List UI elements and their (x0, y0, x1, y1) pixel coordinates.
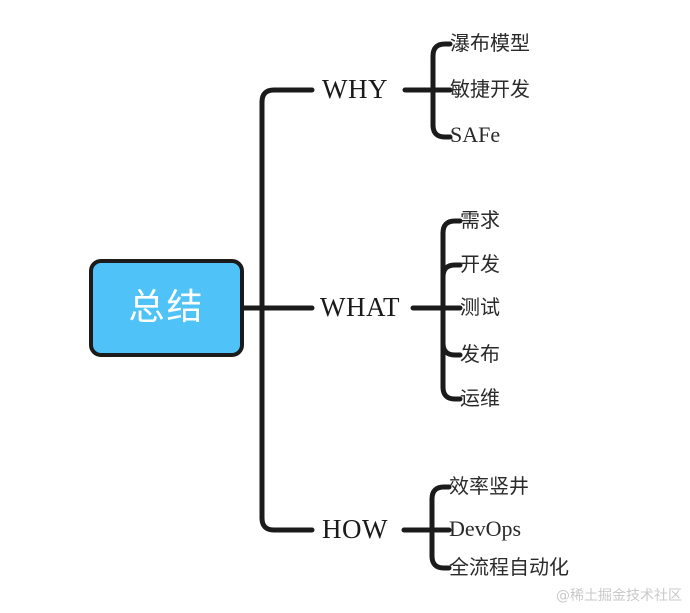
what-bracket-leaf-1 (440, 218, 463, 236)
leaf-label-why-3[interactable]: SAFe (450, 122, 501, 147)
leaf-label-why-2[interactable]: 敏捷开发 (450, 77, 530, 101)
leaf-label-why-1[interactable]: 瀑布模型 (450, 31, 530, 55)
branch-label-how[interactable]: HOW (322, 514, 388, 544)
what-bracket-leaf-5 (440, 384, 463, 402)
leaf-label-what-2[interactable]: 开发 (460, 252, 500, 276)
leaf-label-what-4[interactable]: 发布 (460, 342, 500, 366)
leaf-label-what-5[interactable]: 运维 (460, 386, 500, 410)
leaf-label-what-1[interactable]: 需求 (460, 208, 500, 232)
how-bracket-bottom (429, 553, 452, 571)
leaf-label-how-1[interactable]: 效率竖井 (449, 474, 529, 498)
why-bracket-bottom (430, 122, 453, 140)
leaf-label-what-3[interactable]: 测试 (460, 295, 500, 319)
how-bracket-top (429, 484, 452, 502)
why-bracket-top (430, 41, 453, 59)
leaf-label-how-2[interactable]: DevOps (449, 516, 522, 541)
branch-label-what[interactable]: WHAT (320, 292, 400, 322)
leaf-label-how-3[interactable]: 全流程自动化 (449, 555, 569, 579)
what-bracket-leaf-2 (440, 262, 463, 280)
watermark: @稀土掘金技术社区 (556, 588, 682, 604)
what-bracket-leaf-4 (440, 340, 463, 358)
root-node[interactable]: 总结 (89, 259, 244, 357)
branch-label-why[interactable]: WHY (322, 74, 388, 104)
trunk-to-how (259, 515, 315, 533)
trunk-to-why (259, 87, 315, 105)
root-node-label: 总结 (128, 287, 205, 328)
